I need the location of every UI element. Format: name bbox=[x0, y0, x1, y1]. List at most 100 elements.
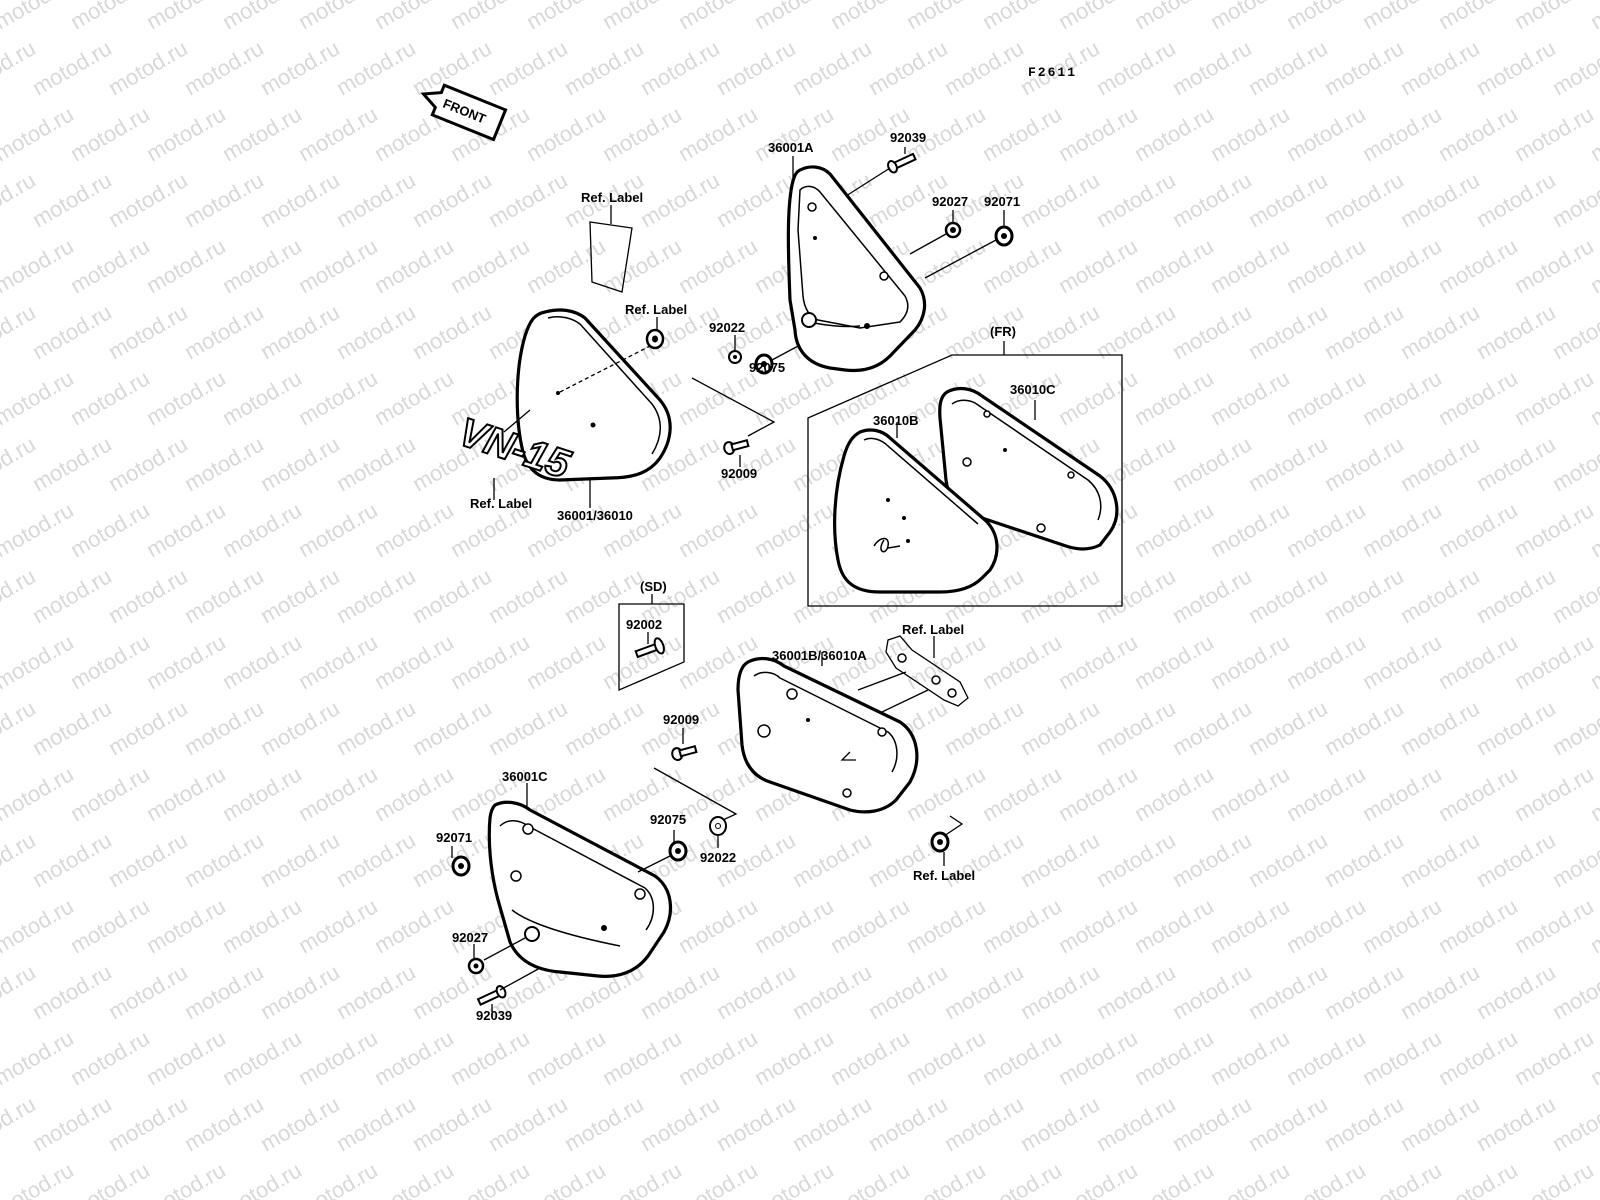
watermark-text: motod.ru bbox=[370, 629, 458, 694]
watermark-text: motod.ru bbox=[1548, 35, 1600, 100]
watermark-text: motod.ru bbox=[522, 101, 610, 166]
watermark-text: motod.ru bbox=[1168, 299, 1256, 364]
label-92027-top: 92027 bbox=[932, 194, 968, 209]
watermark-text: motod.ru bbox=[332, 695, 420, 760]
bolt-92009-bottom-icon bbox=[671, 745, 698, 762]
watermark-text: motod.ru bbox=[28, 35, 116, 100]
watermark-text: motod.ru bbox=[104, 299, 192, 364]
label-92022-top: 92022 bbox=[709, 320, 745, 335]
watermark-text: motod.ru bbox=[446, 233, 534, 298]
watermark-text: motod.ru bbox=[712, 1091, 800, 1156]
watermark-text: motod.ru bbox=[1320, 827, 1408, 892]
watermark-text: motod.ru bbox=[1168, 167, 1256, 232]
watermark-text: motod.ru bbox=[1320, 431, 1408, 496]
label-92002: 92002 bbox=[626, 617, 662, 632]
side-cover-36001-36010 bbox=[515, 308, 672, 482]
watermark-text: motod.ru bbox=[1282, 497, 1370, 562]
watermark-text: motod.ru bbox=[66, 629, 154, 694]
watermark-text: motod.ru bbox=[218, 1157, 306, 1200]
watermark-text: motod.ru bbox=[218, 629, 306, 694]
watermark-text: motod.ru bbox=[1510, 233, 1598, 298]
watermark-text: motod.ru bbox=[104, 563, 192, 628]
ref-label-plate bbox=[885, 635, 969, 707]
watermark-text: motod.ru bbox=[256, 35, 344, 100]
watermark-text: motod.ru bbox=[636, 35, 724, 100]
watermark-text: motod.ru bbox=[1282, 1025, 1370, 1090]
watermark-text: motod.ru bbox=[1244, 1091, 1332, 1156]
watermark-text: motod.ru bbox=[1282, 0, 1370, 34]
label-92071-top: 92071 bbox=[984, 194, 1020, 209]
watermark-text: motod.ru bbox=[1206, 1157, 1294, 1200]
watermark-text: motod.ru bbox=[446, 1157, 534, 1200]
watermark-text: motod.ru bbox=[1472, 35, 1560, 100]
watermark-text: motod.ru bbox=[1092, 35, 1180, 100]
watermark-text: motod.ru bbox=[1358, 1025, 1446, 1090]
watermark-text: motod.ru bbox=[294, 233, 382, 298]
watermark-text: motod.ru bbox=[370, 893, 458, 958]
watermark-text: motod.ru bbox=[256, 959, 344, 1024]
grommet-icon bbox=[645, 328, 665, 350]
watermark-text: motod.ru bbox=[484, 563, 572, 628]
watermark-text: motod.ru bbox=[1510, 0, 1598, 34]
watermark-text: motod.ru bbox=[0, 1157, 78, 1200]
watermark-text: motod.ru bbox=[484, 35, 572, 100]
washer-92022-bottom-icon bbox=[709, 816, 727, 836]
watermark-text: motod.ru bbox=[1206, 893, 1294, 958]
watermark-text: motod.ru bbox=[446, 1025, 534, 1090]
watermark-text: motod.ru bbox=[1320, 563, 1408, 628]
watermark-text: motod.ru bbox=[750, 1025, 838, 1090]
watermark-text: motod.ru bbox=[1206, 101, 1294, 166]
watermark-text: motod.ru bbox=[1244, 827, 1332, 892]
side-cover-frame-36001B-36010A bbox=[736, 652, 919, 814]
watermark-text: motod.ru bbox=[1548, 431, 1600, 496]
watermark-text: motod.ru bbox=[484, 167, 572, 232]
watermark-text: motod.ru bbox=[1358, 233, 1446, 298]
watermark-text: motod.ru bbox=[1396, 827, 1484, 892]
nut-92027-bottom-icon bbox=[467, 957, 485, 975]
watermark-text: motod.ru bbox=[294, 1025, 382, 1090]
watermark-text: motod.ru bbox=[256, 827, 344, 892]
watermark-text: motod.ru bbox=[1054, 0, 1142, 34]
watermark-text: motod.ru bbox=[104, 1091, 192, 1156]
watermark-text: motod.ru bbox=[1206, 761, 1294, 826]
watermark-text: motod.ru bbox=[104, 695, 192, 760]
front-arrow-icon: FRONT bbox=[420, 83, 508, 142]
watermark-text: motod.ru bbox=[1016, 563, 1104, 628]
watermark-text: motod.ru bbox=[1320, 1091, 1408, 1156]
watermark-text: motod.ru bbox=[1548, 167, 1600, 232]
watermark-text: motod.ru bbox=[1168, 35, 1256, 100]
bolt-92039-bottom-icon bbox=[476, 985, 507, 1006]
watermark-text: motod.ru bbox=[712, 431, 800, 496]
watermark-text: motod.ru bbox=[788, 35, 876, 100]
watermark-text: motod.ru bbox=[598, 1025, 686, 1090]
label-92009-bottom: 92009 bbox=[663, 712, 699, 727]
watermark-text: motod.ru bbox=[1396, 35, 1484, 100]
watermark-text: motod.ru bbox=[142, 893, 230, 958]
watermark-text: motod.ru bbox=[522, 629, 610, 694]
watermark-text: motod.ru bbox=[256, 299, 344, 364]
watermark-text: motod.ru bbox=[1016, 959, 1104, 1024]
watermark-text: motod.ru bbox=[788, 959, 876, 1024]
watermark-text: motod.ru bbox=[1358, 761, 1446, 826]
fr-variant-box bbox=[807, 341, 1123, 607]
watermark-text: motod.ru bbox=[1510, 497, 1598, 562]
watermark-text: motod.ru bbox=[1548, 959, 1600, 1024]
watermark-text: motod.ru bbox=[180, 1091, 268, 1156]
watermark-text: motod.ru bbox=[1548, 299, 1600, 364]
watermark-text: motod.ru bbox=[1510, 761, 1598, 826]
watermark-text: motod.ru bbox=[294, 761, 382, 826]
watermark-text: motod.ru bbox=[446, 0, 534, 34]
watermark-text: motod.ru bbox=[1130, 497, 1218, 562]
watermark-text: motod.ru bbox=[218, 0, 306, 34]
watermark-text: motod.ru bbox=[180, 959, 268, 1024]
nut-92027-top-icon bbox=[944, 221, 962, 239]
watermark-text: motod.ru bbox=[1130, 761, 1218, 826]
watermark-text: motod.ru bbox=[750, 101, 838, 166]
watermark-text: motod.ru bbox=[1472, 563, 1560, 628]
watermark-text: motod.ru bbox=[712, 167, 800, 232]
watermark-text: motod.ru bbox=[1548, 827, 1600, 892]
watermark-text: motod.ru bbox=[750, 893, 838, 958]
watermark-text: motod.ru bbox=[370, 1157, 458, 1200]
watermark-text: motod.ru bbox=[104, 827, 192, 892]
watermark-text: motod.ru bbox=[1206, 233, 1294, 298]
